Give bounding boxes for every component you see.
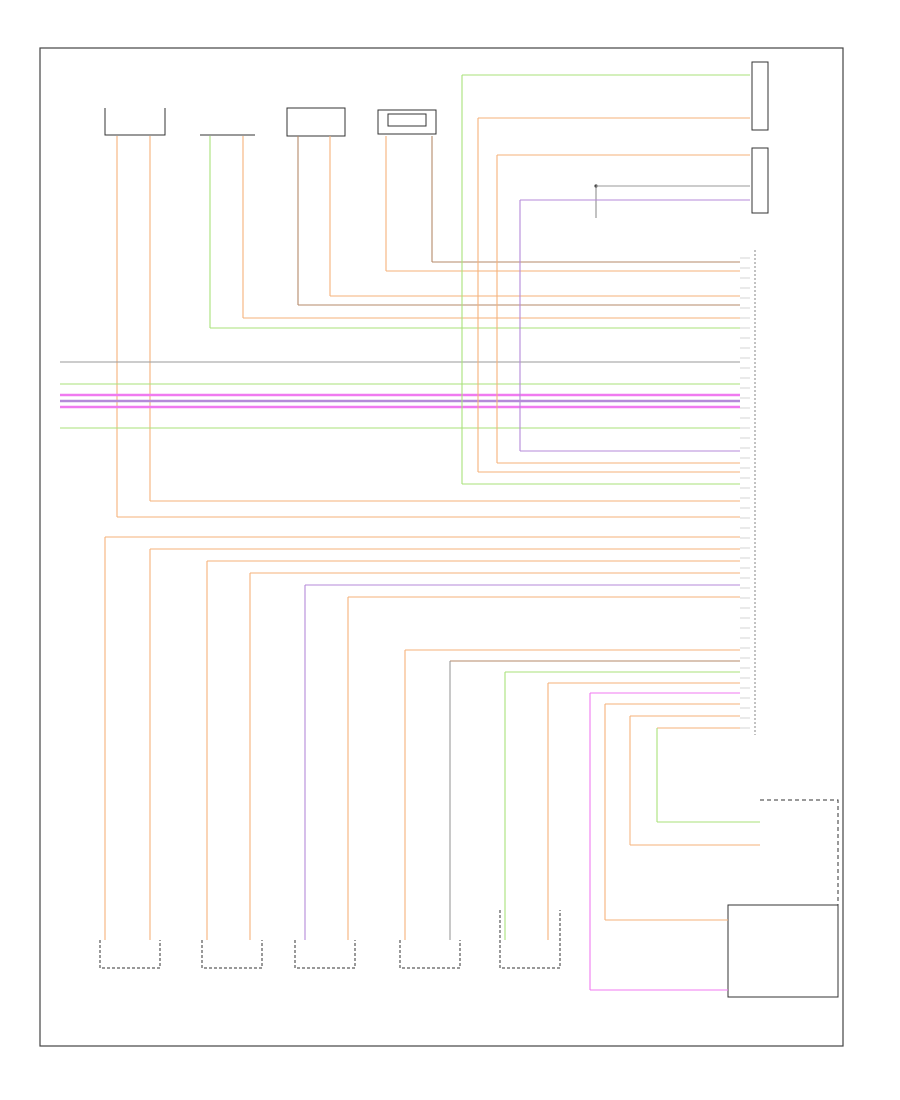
bottom-components [99, 760, 839, 998]
sensor-4 [399, 940, 461, 969]
sensor-1 [99, 940, 161, 969]
component-1 [104, 108, 166, 136]
right-verticals [461, 75, 521, 484]
right-sensor-frame [760, 799, 839, 905]
sensor-3 [294, 940, 356, 969]
component-3 [286, 107, 346, 137]
module-top-1 [751, 61, 769, 131]
component-4-inner [387, 113, 427, 127]
diagram-frame [39, 47, 844, 1047]
component-4 [377, 109, 437, 135]
bottom-right-module [727, 904, 839, 998]
top-wires [116, 136, 433, 517]
connector-pins [740, 257, 750, 729]
right-branches [462, 74, 750, 485]
top-right-modules [594, 61, 769, 218]
top-components [104, 107, 437, 137]
bottom-wires [104, 537, 658, 990]
sensor-2 [201, 940, 263, 969]
sensor-5 [499, 910, 561, 969]
horizontal-wires [60, 261, 740, 729]
module-top-2 [751, 147, 769, 214]
